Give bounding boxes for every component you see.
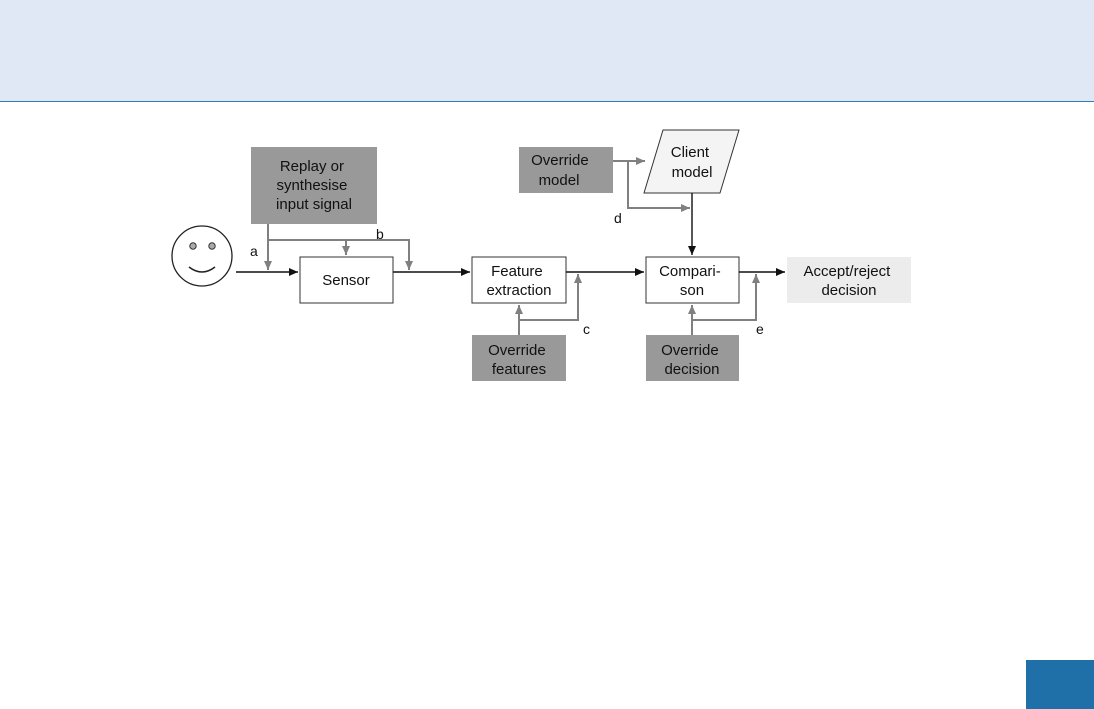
client-model-parallelogram <box>644 130 739 193</box>
smiley-face-icon <box>172 226 232 286</box>
point-a-label: a <box>250 243 258 259</box>
point-d-label: d <box>614 210 622 226</box>
corner-accent-block <box>1026 660 1094 709</box>
point-c-label: c <box>583 321 590 337</box>
replay-signal-label: Replay or synthesise input signal <box>276 158 352 213</box>
point-b-label: b <box>376 226 384 242</box>
sensor-label: Sensor <box>322 272 370 289</box>
point-e-label: e <box>756 321 764 337</box>
